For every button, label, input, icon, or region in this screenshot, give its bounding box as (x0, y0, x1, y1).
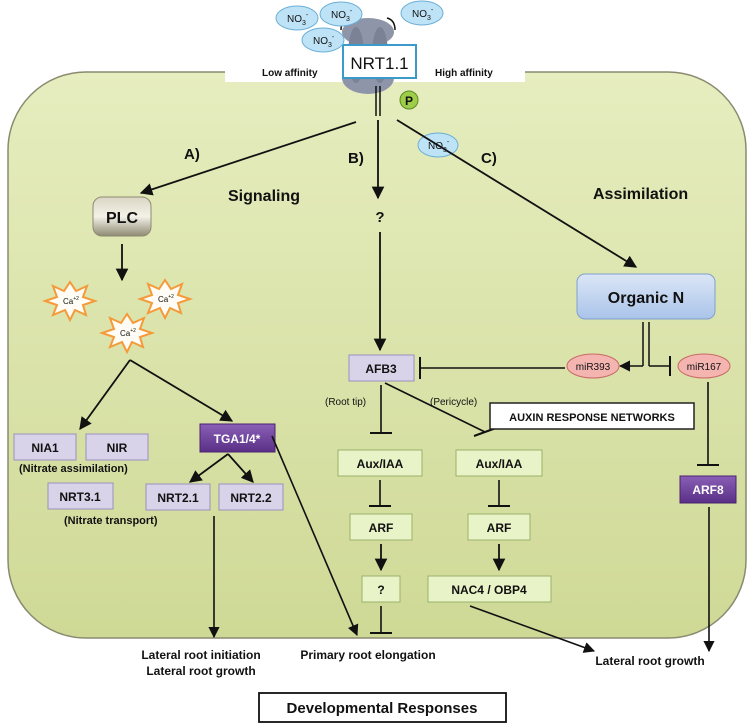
nitrate-ion: NO3- (319, 1, 363, 27)
auxiaa-roottip-node (337, 449, 423, 477)
organic-n-label: Organic N (608, 290, 684, 307)
nrt22-node (218, 483, 284, 511)
calcium-burst: Ca+2 (136, 278, 194, 321)
auxin-networks-label: AUXIN RESPONSE NETWORKS (509, 412, 675, 424)
auxiaa-roottip-label: Aux/IAA (357, 457, 404, 471)
unknown-target-node (361, 575, 401, 603)
nia1-label: NIA1 (31, 441, 59, 455)
nac4-label: NAC4 / OBP4 (451, 583, 527, 597)
svg-text:NO3-: NO3- (331, 8, 353, 23)
svg-text:Ca+2: Ca+2 (158, 294, 174, 304)
auxiaa-pericycle-node (455, 449, 543, 477)
auxiaa-pericycle-label: Aux/IAA (476, 457, 523, 471)
tga-node (199, 423, 276, 453)
low-affinity-label: Low affinity (262, 68, 318, 79)
svg-text:Ca+2: Ca+2 (120, 328, 136, 338)
calcium-burst: Ca+2 (98, 312, 156, 355)
mir393-node (566, 353, 620, 379)
organic-n-node (576, 273, 716, 320)
arf-roottip-node (349, 513, 413, 541)
arf8-label: ARF8 (692, 483, 724, 497)
pericycle-note: (Pericycle) (430, 397, 477, 408)
branch-c-label: C) (481, 150, 497, 167)
signaling-heading: Signaling (228, 188, 300, 205)
nitrate-assimilation-note: (Nitrate assimilation) (19, 463, 128, 475)
nac4-node (427, 575, 552, 603)
plc-node (92, 196, 152, 237)
nir-node (85, 433, 149, 461)
phosphate-icon (399, 90, 419, 110)
high-affinity-label: High affinity (435, 68, 493, 79)
nrt21-node (145, 483, 211, 511)
svg-text:Ca+2: Ca+2 (63, 296, 79, 306)
unknown-signal-top: ? (375, 209, 384, 226)
nrt11-label: NRT1.1 (350, 54, 408, 73)
lateral-root-initiation-label: Lateral root initiation (141, 648, 260, 662)
nitrate-ion: NO3- (301, 27, 345, 53)
plc-label: PLC (106, 210, 138, 227)
nir-label: NIR (107, 441, 128, 455)
nrt22-label: NRT2.2 (230, 491, 272, 505)
mir167-node (677, 353, 731, 379)
mir393-label: miR393 (576, 362, 611, 373)
nitrate-ion: NO3- (275, 5, 319, 31)
nrt21-label: NRT2.1 (157, 491, 199, 505)
root-tip-note: (Root tip) (325, 397, 366, 408)
nrt11-transporter: NRT1.1 (340, 17, 417, 116)
nrt31-label: NRT3.1 (59, 490, 101, 504)
developmental-responses-label: Developmental Responses (287, 700, 478, 717)
arf-pericycle-label: ARF (487, 521, 512, 535)
mir167-label: miR167 (687, 362, 722, 373)
phosphate-label: P (405, 94, 413, 108)
lateral-root-growth-right-label: Lateral root growth (595, 654, 704, 668)
nitrate-ion: NO3- (400, 0, 444, 26)
primary-root-elongation-label: Primary root elongation (300, 648, 435, 662)
unknown-target-label: ? (377, 583, 384, 597)
arf8-node (679, 475, 737, 504)
afb3-node (348, 354, 415, 382)
nia1-node (13, 433, 77, 461)
calcium-burst: Ca+2 (41, 280, 99, 323)
arf-roottip-label: ARF (369, 521, 394, 535)
lateral-root-growth-left-label: Lateral root growth (146, 664, 255, 678)
branch-b-label: B) (348, 150, 364, 167)
auxin-networks-box (489, 402, 695, 430)
svg-text:NO3-: NO3- (412, 7, 434, 22)
afb3-label: AFB3 (365, 362, 397, 376)
arf-pericycle-node (467, 513, 531, 541)
tga-label: TGA1/4* (214, 432, 261, 446)
developmental-responses-box (258, 692, 507, 723)
nitrate-transport-note: (Nitrate transport) (64, 515, 158, 527)
branch-a-label: A) (184, 146, 200, 163)
nrt31-node (47, 482, 114, 510)
nrt11-label-box (342, 44, 417, 79)
svg-text:NO3-: NO3- (287, 12, 309, 27)
svg-text:NO3-: NO3- (313, 34, 335, 49)
assimilation-heading: Assimilation (593, 186, 688, 203)
